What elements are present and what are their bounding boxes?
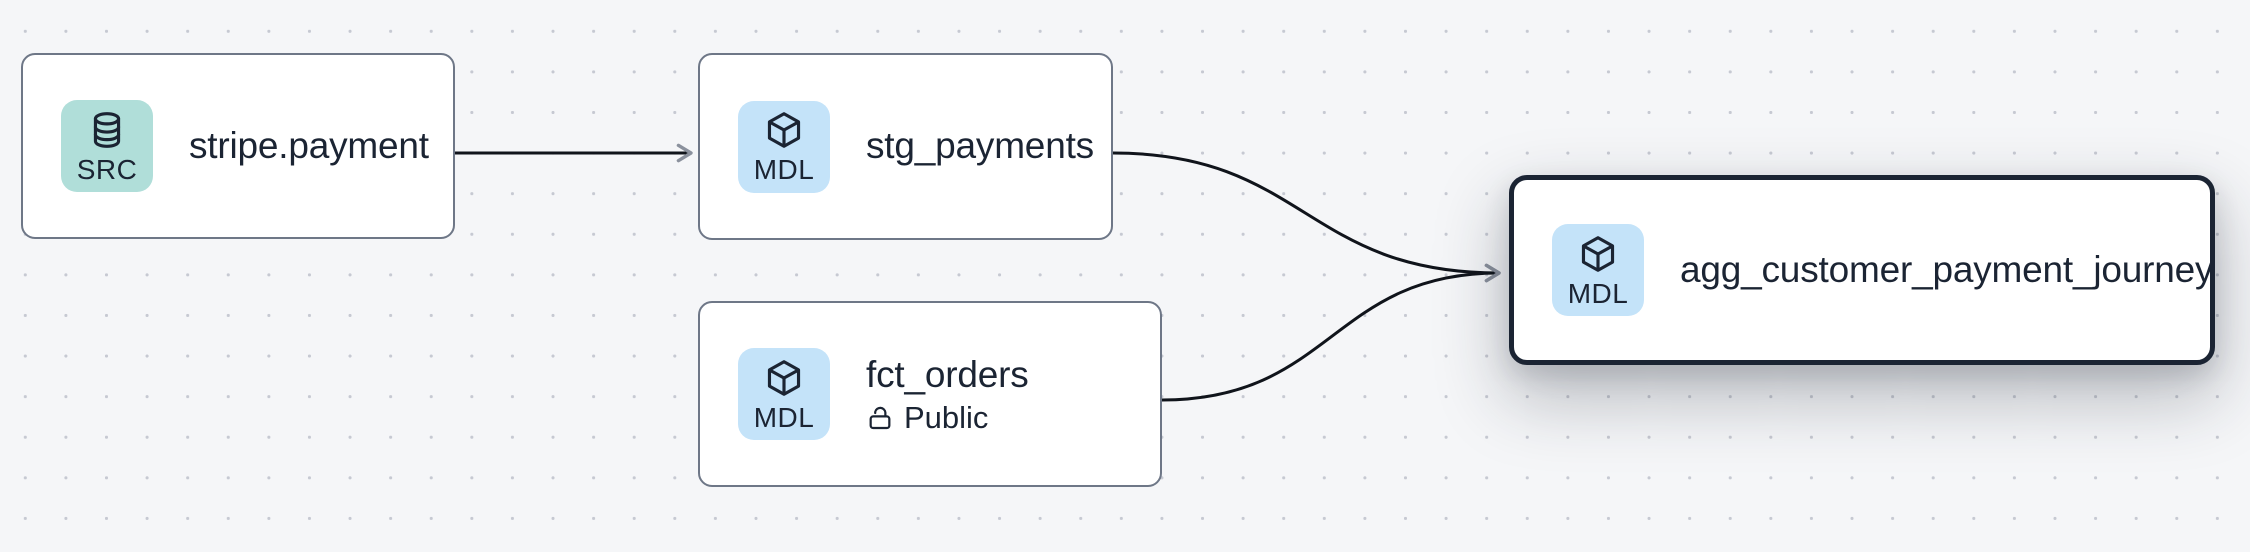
node-title: agg_customer_payment_journey bbox=[1680, 248, 2214, 290]
cube-icon bbox=[767, 359, 801, 396]
cube-icon bbox=[767, 112, 801, 148]
node-type-label: SRC bbox=[76, 153, 138, 185]
node-title: stg_payments bbox=[866, 125, 1094, 167]
node-fct-orders[interactable]: MDL fct_orders Public bbox=[698, 301, 1162, 487]
node-type-label: MDL bbox=[1567, 277, 1629, 309]
unlock-icon bbox=[869, 406, 891, 429]
edge-stg-payments-to-agg-customer-payment-journey[interactable] bbox=[1112, 151, 1501, 283]
node-type-badge-mdl: MDL bbox=[738, 100, 830, 193]
node-text: stg_payments bbox=[866, 125, 1094, 167]
node-type-label: MDL bbox=[753, 154, 815, 185]
edge-fct-orders-to-agg-customer-payment-journey[interactable] bbox=[1161, 263, 1501, 402]
node-stripe-payment[interactable]: SRC stripe.payment bbox=[21, 53, 455, 239]
node-agg-customer-payment-journey[interactable]: MDL agg_customer_payment_journey bbox=[1509, 175, 2215, 365]
node-text: stripe.payment bbox=[189, 124, 429, 167]
access-label: Public bbox=[904, 400, 989, 436]
node-title: stripe.payment bbox=[189, 124, 429, 166]
node-type-label: MDL bbox=[753, 401, 815, 433]
database-icon bbox=[93, 111, 121, 148]
node-text: agg_customer_payment_journey bbox=[1680, 248, 2214, 291]
cube-icon bbox=[1581, 235, 1615, 272]
node-type-badge-mdl: MDL bbox=[738, 348, 830, 440]
node-stg-payments[interactable]: MDL stg_payments bbox=[698, 53, 1113, 240]
node-type-badge-mdl: MDL bbox=[1552, 224, 1644, 316]
node-text: fct_orders Public bbox=[866, 353, 1029, 433]
node-title: fct_orders bbox=[866, 353, 1029, 395]
access-badge: Public bbox=[866, 402, 1029, 433]
node-type-badge-src: SRC bbox=[61, 100, 153, 192]
